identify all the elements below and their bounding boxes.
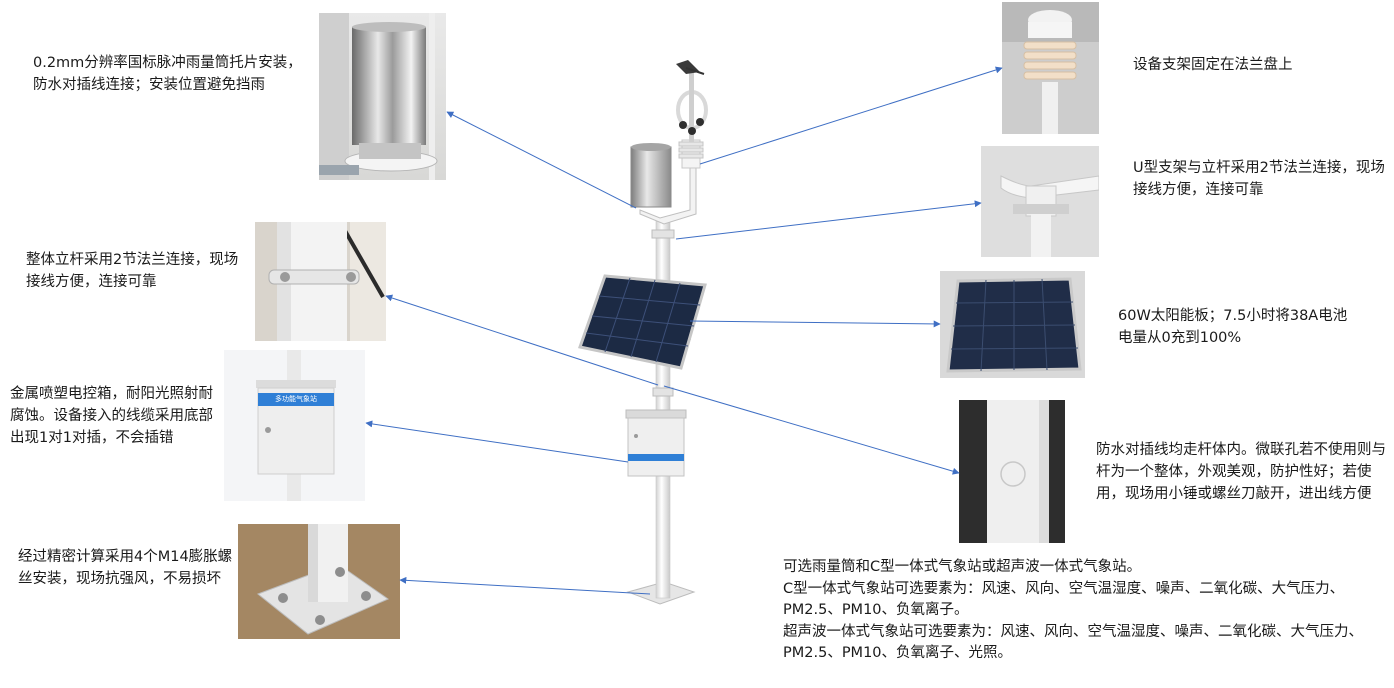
options-note-line-2: C型一体式气象站可选要素为：风速、风向、空气温湿度、噪声、二氧化碳、大气压力、P… xyxy=(783,580,1345,619)
arrow-rain-gauge xyxy=(446,111,637,209)
options-note-line-3: 超声波一体式气象站可选要素为：风速、风向、空气温湿度、噪声、二氧化碳、大气压力、… xyxy=(783,623,1363,662)
rain-gauge-photo xyxy=(319,13,446,180)
options-note: 可选雨量筒和C型一体式气象站或超声波一体式气象站。 C型一体式气象站可选要素为：… xyxy=(783,557,1383,665)
cable-routing-callout: 防水对插线均走杆体内。微联孔若不使用则与杆为一个整体，外观美观，防护性好；若使用… xyxy=(1096,442,1386,502)
base-bolts-illustration xyxy=(238,524,400,639)
arrow-base-bolts xyxy=(399,576,651,595)
base-bolts-callout: 经过精密计算采用4个M14膨胀螺丝安装，现场抗强风，不易损坏 xyxy=(18,549,233,587)
solar-panel-illustration xyxy=(940,271,1085,378)
options-note-line-1: 可选雨量筒和C型一体式气象站或超声波一体式气象站。 xyxy=(783,559,1142,575)
arrow-weather-sensor xyxy=(699,66,1003,165)
rain-gauge-illustration xyxy=(319,13,438,180)
u-bracket-photo xyxy=(981,146,1099,257)
bracket-flange-callout: 设备支架固定在法兰盘上 xyxy=(1133,57,1293,73)
control-box-label: 多功能气象站 xyxy=(275,395,317,403)
weather-sensor-illustration xyxy=(1002,2,1099,134)
u-bracket-callout: U型支架与立杆采用2节法兰连接，现场接线方便，连接可靠 xyxy=(1133,160,1385,198)
cable-hole-photo xyxy=(959,400,1065,543)
rain-gauge-callout: 0.2mm分辨率国标脉冲雨量筒托片安装，防水对插线连接；安装位置避免挡雨 xyxy=(33,55,302,93)
pole-flange-photo xyxy=(255,222,386,341)
base-bolts-photo xyxy=(238,524,400,639)
solar-panel-callout: 60W太阳能板；7.5小时将38A电池电量从0充到100% xyxy=(1118,308,1348,346)
pole-flange-callout: 整体立杆采用2节法兰连接，现场接线方便，连接可靠 xyxy=(26,252,239,290)
arrow-solar-panel xyxy=(689,320,941,328)
control-box-callout: 金属喷塑电控箱，耐阳光照射耐腐蚀。设备接入的线缆采用底部出现1对1对插，不会插错 xyxy=(10,386,213,446)
cable-hole-illustration xyxy=(959,400,1065,543)
arrow-pole-flange xyxy=(385,294,659,386)
u-bracket-illustration xyxy=(981,146,1099,257)
control-box-illustration xyxy=(256,350,336,501)
pole-flange-illustration xyxy=(268,222,386,341)
weather-sensor-photo xyxy=(1002,2,1099,134)
control-box-photo: 多功能气象站 xyxy=(224,350,365,501)
arrow-control-box xyxy=(365,420,629,463)
arrow-cable-hole xyxy=(663,385,960,475)
solar-panel-photo xyxy=(940,271,1085,378)
arrow-u-bracket xyxy=(675,200,982,240)
